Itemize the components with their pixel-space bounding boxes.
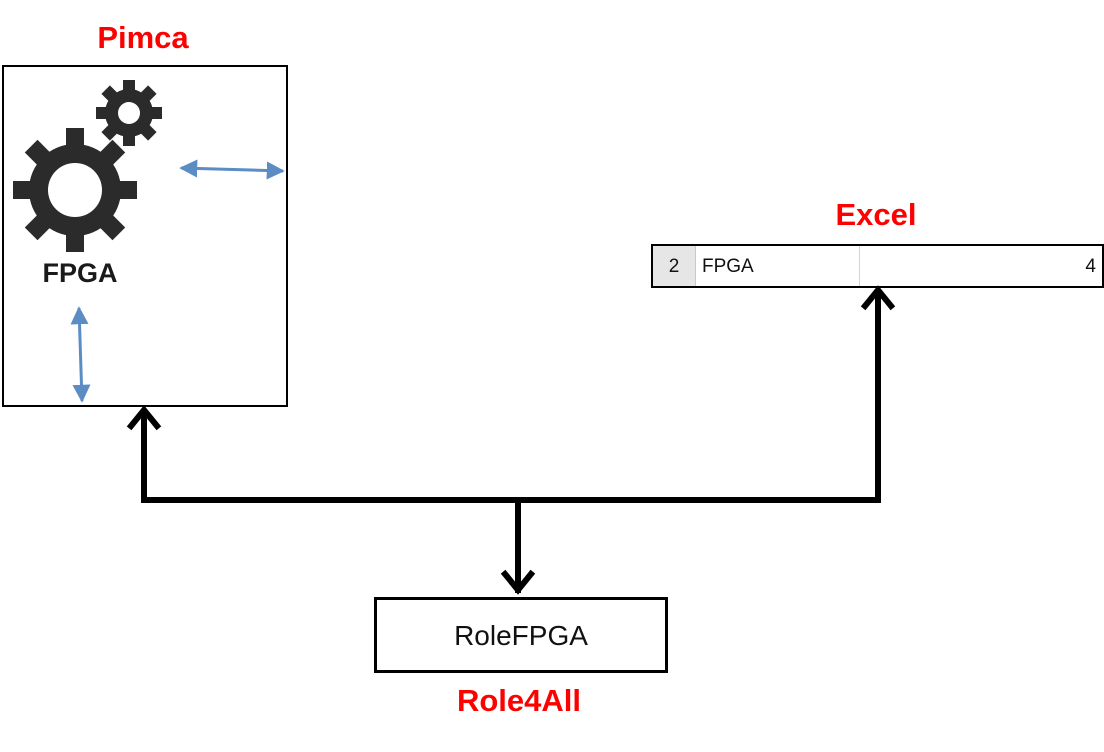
excel-cell-name[interactable]: FPGA — [696, 246, 860, 286]
pimca-title: Pimca — [97, 20, 189, 55]
excel-row[interactable]: 2 FPGA 4 — [651, 244, 1104, 288]
arrowhead-pimca-icon — [126, 405, 162, 431]
excel-title: Excel — [835, 197, 917, 232]
role4all-title: Role4All — [456, 683, 582, 718]
connector-to-excel — [515, 290, 881, 503]
arrowhead-role-icon — [500, 569, 536, 595]
vertical-double-arrow-icon — [70, 306, 91, 403]
horizontal-double-arrow-icon — [179, 159, 285, 180]
small-gear-icon — [96, 80, 162, 146]
excel-row-number: 2 — [653, 246, 696, 286]
fpga-label: FPGA — [42, 258, 118, 288]
rolefpga-box[interactable]: RoleFPGA — [374, 597, 668, 673]
arrowhead-excel-icon — [860, 285, 896, 311]
excel-cell-value[interactable]: 4 — [1085, 256, 1096, 277]
connector-to-pimca — [141, 409, 521, 503]
large-gear-icon — [13, 128, 137, 252]
